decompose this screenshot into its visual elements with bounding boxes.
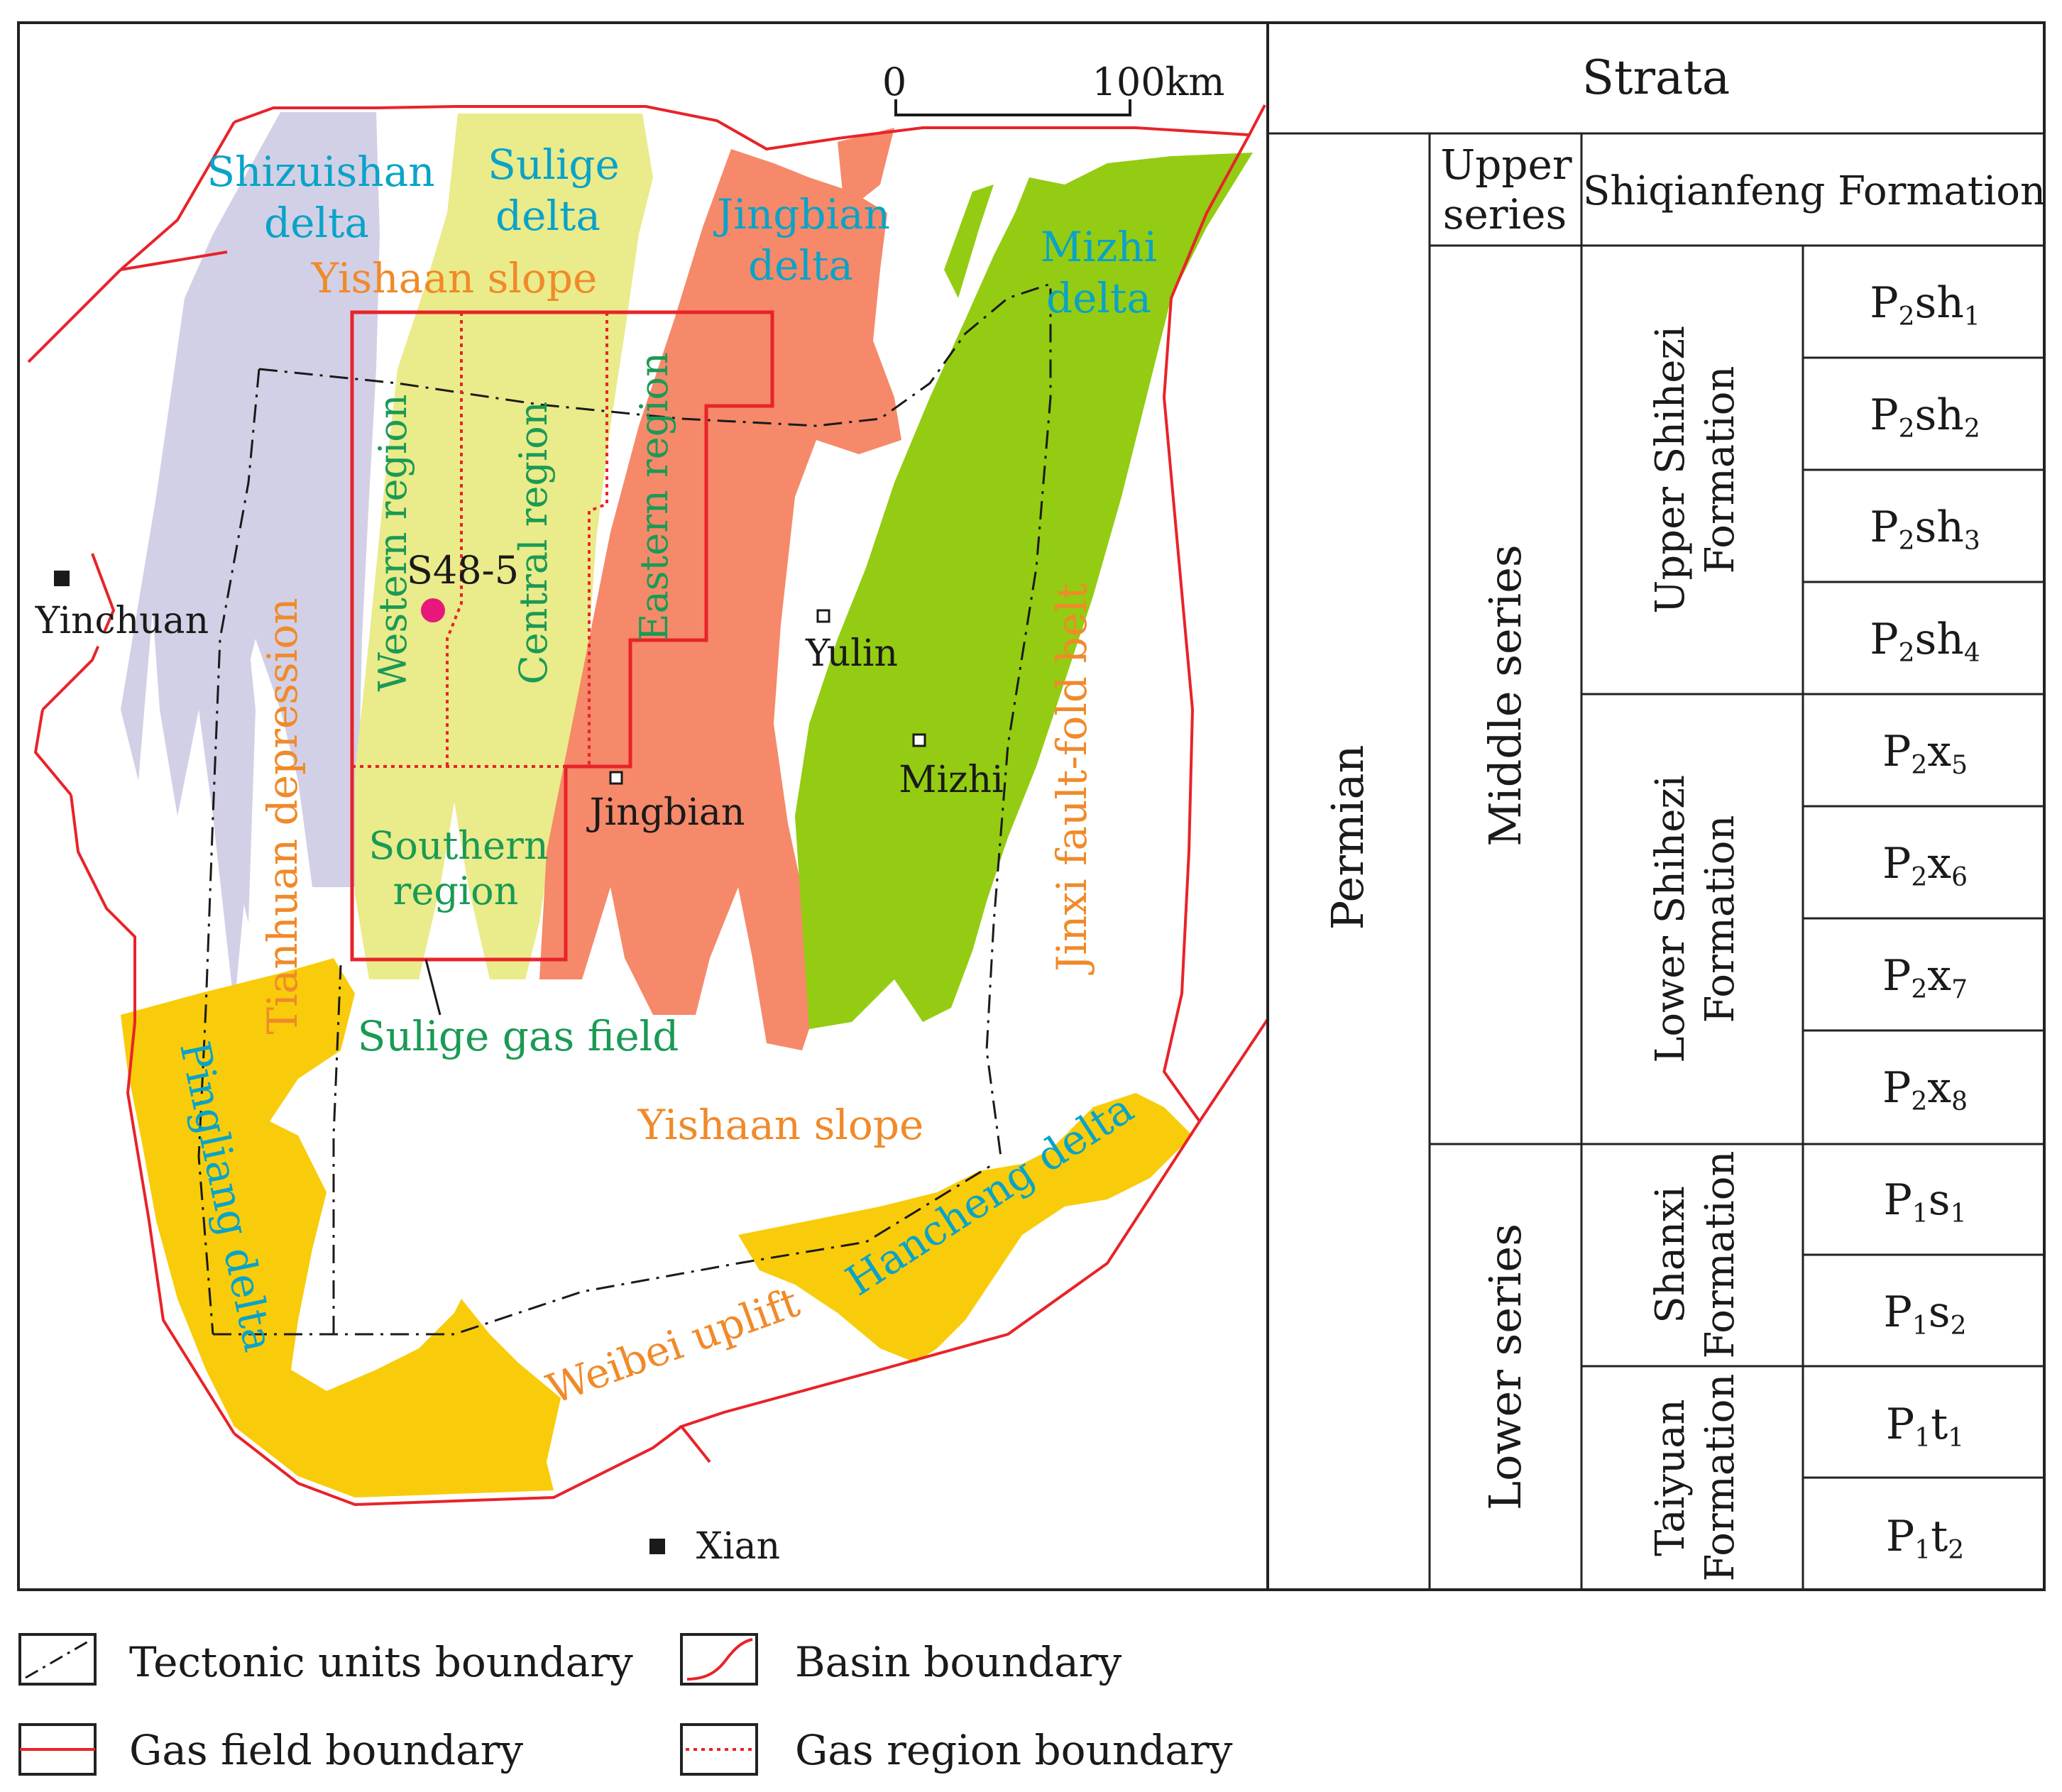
strata-member-12: P1t2 bbox=[1886, 1512, 1964, 1565]
strata-lower-series: Lower series bbox=[1479, 1224, 1531, 1510]
label-yishaan-slope-bottom: Yishaan slope bbox=[637, 1101, 924, 1149]
label-well: S48-5 bbox=[407, 548, 519, 593]
strata-shiqianfeng: Shiqianfeng Formation bbox=[1583, 168, 2046, 214]
legend-tectonic-label: Tectonic units boundary bbox=[129, 1638, 633, 1686]
label-jingbian-delta-2: delta bbox=[748, 241, 853, 290]
strata-upper-series-2: series bbox=[1443, 190, 1567, 238]
legend-gas-field: Gas field boundary bbox=[18, 1723, 523, 1776]
legend-tectonic: Tectonic units boundary bbox=[18, 1633, 633, 1686]
legend-gas-region-label: Gas region boundary bbox=[795, 1726, 1233, 1774]
gas-field-boundary bbox=[350, 310, 774, 962]
strata-lower-shihezi-1: Lower Shihezi bbox=[1647, 775, 1694, 1063]
basin-boundary bbox=[27, 104, 1272, 1507]
strata-member-6: P2x6 bbox=[1882, 839, 1968, 892]
sulige-delta-area bbox=[355, 114, 653, 979]
label-southern-region-2: region bbox=[393, 869, 519, 913]
legend-basin-label: Basin boundary bbox=[795, 1638, 1122, 1686]
scale-bar: 0 100km bbox=[882, 60, 1225, 116]
city-marker-yulin bbox=[816, 609, 830, 623]
label-mizhi-delta-1: Mizhi bbox=[1041, 223, 1157, 271]
strata-member-8: P2x8 bbox=[1882, 1063, 1968, 1116]
strata-shanxi-1: Shanxi bbox=[1647, 1186, 1694, 1323]
scale-start-label: 0 bbox=[882, 60, 906, 104]
strata-taiyuan-1: Taiyuan bbox=[1647, 1399, 1694, 1556]
legend: Tectonic units boundary Basin boundary G… bbox=[18, 1633, 1233, 1776]
label-xian: Xian bbox=[696, 1525, 780, 1568]
city-marker-jingbian bbox=[609, 771, 623, 785]
label-eastern-region: Eastern region bbox=[632, 352, 676, 642]
strata-member-1: P2sh1 bbox=[1870, 278, 1980, 331]
city-marker-xian bbox=[649, 1539, 665, 1554]
gas-field-leader bbox=[424, 959, 442, 1016]
well-marker[interactable] bbox=[421, 598, 445, 622]
strata-member-11: P1t1 bbox=[1886, 1400, 1964, 1453]
map-panel: 0 100km Shizuishan delta Sulige delta Ji… bbox=[17, 21, 1272, 1591]
mizhi-delta-area bbox=[795, 153, 1253, 1029]
label-mizhi-delta-2: delta bbox=[1046, 274, 1151, 322]
label-sulige-delta-2: delta bbox=[495, 192, 600, 240]
label-central-region: Central region bbox=[511, 401, 556, 684]
label-yulin: Yulin bbox=[805, 632, 898, 675]
strata-upper-shihezi-1: Upper Shihezi bbox=[1647, 326, 1694, 614]
strata-member-4: P2sh4 bbox=[1870, 615, 1980, 668]
strata-lower-shihezi-2: Formation bbox=[1697, 815, 1743, 1023]
city-marker-yinchuan bbox=[54, 571, 70, 586]
strata-taiyuan-2: Formation bbox=[1697, 1374, 1743, 1582]
label-mizhi: Mizhi bbox=[899, 759, 1003, 801]
strata-upper-shihezi-2: Formation bbox=[1697, 366, 1743, 574]
strata-members: P2sh1P2sh2P2sh3P2sh4P2x5P2x6P2x7P2x8P1s1… bbox=[1870, 278, 1980, 1565]
strata-member-10: P1s2 bbox=[1884, 1287, 1967, 1341]
jingbian-delta-area bbox=[539, 128, 901, 1050]
label-shizuishan-delta-2: delta bbox=[264, 199, 369, 247]
label-yinchuan: Yinchuan bbox=[35, 600, 209, 642]
strata-upper-series-1: Upper bbox=[1440, 141, 1572, 189]
strata-table bbox=[1266, 21, 2046, 1591]
label-jingbian: Jingbian bbox=[586, 791, 745, 834]
label-western-region: Western region bbox=[371, 394, 415, 691]
strata-member-9: P1s1 bbox=[1884, 1175, 1967, 1228]
southern-delta-areas bbox=[121, 958, 1192, 1497]
scale-bar-line bbox=[894, 99, 1131, 116]
label-yishaan-slope-top: Yishaan slope bbox=[311, 254, 598, 302]
strata-header: Strata bbox=[1582, 50, 1731, 105]
basin-boundary-dashed bbox=[41, 553, 116, 711]
label-sulige-gas-field: Sulige gas field bbox=[358, 1012, 679, 1060]
legend-basin: Basin boundary bbox=[680, 1633, 1122, 1686]
label-southern-region-1: Southern bbox=[368, 823, 548, 868]
strata-labels: Strata Permian Upper series Shiqianfeng … bbox=[1322, 50, 2046, 1581]
legend-gas-region: Gas region boundary bbox=[680, 1723, 1233, 1776]
strata-system: Permian bbox=[1322, 745, 1373, 930]
strata-member-2: P2sh2 bbox=[1870, 390, 1980, 444]
label-tianhuan-depression: Tianhuan depression bbox=[258, 598, 307, 1034]
label-jinxi-fault-fold-belt: Jinxi fault-fold belt bbox=[1048, 583, 1096, 975]
label-jingbian-delta-1: Jingbian bbox=[713, 190, 890, 238]
strata-member-3: P2sh3 bbox=[1870, 502, 1980, 556]
label-sulige-delta-1: Sulige bbox=[488, 141, 620, 189]
strata-middle-series: Middle series bbox=[1479, 544, 1531, 846]
strata-shanxi-2: Formation bbox=[1697, 1151, 1743, 1359]
strata-member-5: P2x5 bbox=[1882, 727, 1968, 780]
city-marker-mizhi bbox=[912, 733, 926, 747]
legend-gas-field-label: Gas field boundary bbox=[129, 1726, 523, 1774]
label-shizuishan-delta-1: Shizuishan bbox=[207, 148, 434, 196]
gas-region-boundary bbox=[352, 312, 625, 768]
strata-member-7: P2x7 bbox=[1882, 951, 1968, 1004]
tectonic-boundary bbox=[197, 282, 1052, 1336]
shizuishan-delta-area bbox=[121, 112, 380, 1008]
scale-end-label: 100km bbox=[1092, 60, 1225, 104]
